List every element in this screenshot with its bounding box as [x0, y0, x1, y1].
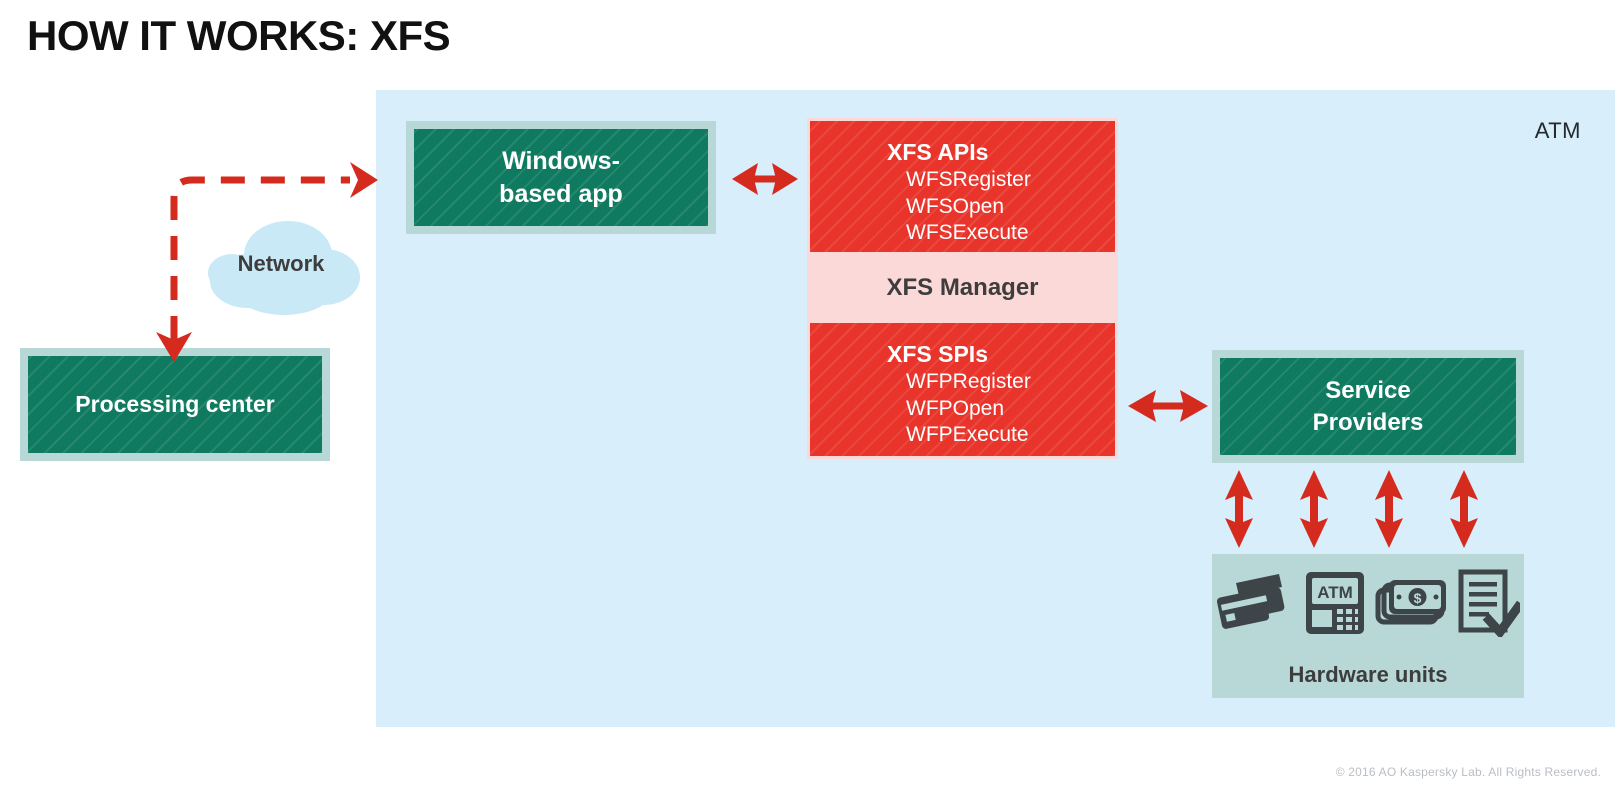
- credit-cards-icon: [1216, 571, 1296, 635]
- xfs-manager-label: XFS Manager: [886, 273, 1039, 301]
- network-cloud-node: Network: [196, 215, 366, 320]
- app-to-xfs-api-double-arrow: [732, 163, 798, 195]
- xfs-apis-heading: XFS APIs: [887, 139, 989, 165]
- xfs-api-function: WFSExecute: [906, 220, 1029, 244]
- network-dashed-route-arrow: [156, 162, 378, 362]
- xfs-manager-stack: XFS APIs WFSRegister WFSOpen WFSExecute …: [807, 118, 1118, 459]
- windows-based-app-box: Windows- based app: [414, 129, 708, 226]
- processing-center-label: Processing center: [75, 390, 275, 417]
- xfs-apis-node[interactable]: XFS APIs WFSRegister WFSOpen WFSExecute: [810, 121, 1115, 252]
- windows-based-app-label: Windows- based app: [499, 145, 623, 210]
- hardware-units-node[interactable]: ATM $: [1212, 554, 1524, 698]
- copyright-notice: © 2016 AO Kaspersky Lab. All Rights Rese…: [1335, 765, 1601, 779]
- xfs-spi-function: WFPOpen: [906, 396, 1005, 420]
- service-providers-to-hardware-arrows: [1225, 470, 1478, 548]
- service-providers-node[interactable]: Service Providers: [1212, 350, 1524, 463]
- vertical-double-arrow: [1225, 470, 1253, 548]
- atm-label: ATM: [1534, 118, 1581, 143]
- xfs-spi-function: WFPExecute: [906, 422, 1029, 446]
- xfs-api-function: WFSRegister: [906, 168, 1031, 192]
- xfs-spi-to-service-providers-double-arrow: [1128, 390, 1208, 422]
- service-providers-label-line1: Service: [1325, 377, 1411, 405]
- service-providers-box: Service Providers: [1220, 358, 1516, 455]
- service-providers-label: Service Providers: [1313, 375, 1424, 437]
- atm-terminal-icon: ATM: [1304, 570, 1366, 636]
- receipt-check-icon: [1458, 569, 1520, 637]
- xfs-api-function: WFSOpen: [906, 194, 1005, 218]
- xfs-spi-function: WFPRegister: [906, 370, 1031, 394]
- windows-based-app-label-line1: Windows-: [502, 147, 620, 175]
- page-title: HOW IT WORKS: XFS: [27, 12, 451, 59]
- hardware-units-label: Hardware units: [1288, 662, 1448, 687]
- processing-center-box: Processing center: [28, 356, 322, 453]
- xfs-manager-band: XFS Manager: [810, 252, 1115, 323]
- svg-text:ATM: ATM: [1317, 583, 1353, 602]
- xfs-spis-heading: XFS SPIs: [887, 341, 988, 367]
- cloud-icon: [208, 221, 360, 315]
- windows-based-app-node[interactable]: Windows- based app: [406, 121, 716, 234]
- banknotes-icon: $: [1374, 576, 1450, 630]
- processing-center-node[interactable]: Processing center: [20, 348, 330, 461]
- xfs-spis-function-list: WFPRegister WFPOpen WFPExecute: [906, 369, 1115, 448]
- windows-based-app-label-line2: based app: [499, 179, 623, 208]
- hardware-icon-row: ATM $: [1212, 562, 1524, 644]
- xfs-apis-function-list: WFSRegister WFSOpen WFSExecute: [906, 167, 1115, 246]
- xfs-spis-node[interactable]: XFS SPIs WFPRegister WFPOpen WFPExecute: [810, 323, 1115, 456]
- svg-text:$: $: [1414, 590, 1422, 606]
- network-label: Network: [237, 251, 325, 276]
- service-providers-label-line2: Providers: [1312, 408, 1424, 436]
